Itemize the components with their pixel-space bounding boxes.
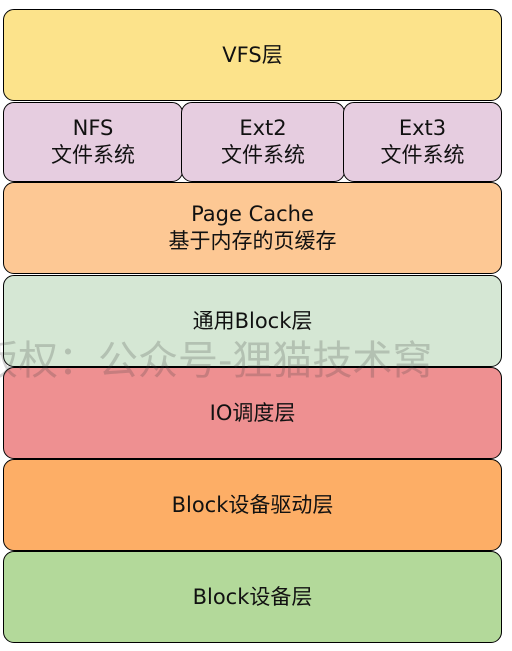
block-driver-layer-label: Block设备驱动层 (171, 492, 334, 517)
generic-block-layer-label: 通用Block层 (192, 308, 313, 333)
page-cache-desc: 基于内存的页缓存 (168, 229, 337, 253)
generic-block-layer-box: 通用Block层 (3, 275, 502, 367)
ext2-name: Ext2 (239, 116, 287, 140)
block-device-layer-label: Block设备层 (192, 584, 313, 609)
block-device-layer-box: Block设备层 (3, 551, 502, 643)
vfs-layer-label: VFS层 (222, 42, 283, 67)
block-driver-layer-box: Block设备驱动层 (3, 459, 502, 551)
vfs-layer-box: VFS层 (3, 9, 502, 101)
ext3-filesystem-box: Ext3 文件系统 (343, 102, 502, 182)
io-scheduler-layer-label: IO调度层 (209, 400, 296, 425)
page-cache-layer-box: Page Cache 基于内存的页缓存 (3, 182, 502, 274)
ext2-desc: 文件系统 (221, 143, 305, 167)
ext3-desc: 文件系统 (380, 143, 465, 167)
ext2-filesystem-box: Ext2 文件系统 (181, 102, 345, 182)
nfs-desc: 文件系统 (51, 143, 135, 167)
io-scheduler-layer-box: IO调度层 (3, 367, 502, 459)
nfs-name: NFS (72, 116, 114, 140)
page-cache-title: Page Cache (191, 202, 314, 226)
ext3-name: Ext3 (398, 116, 447, 140)
nfs-filesystem-box: NFS 文件系统 (3, 102, 183, 182)
